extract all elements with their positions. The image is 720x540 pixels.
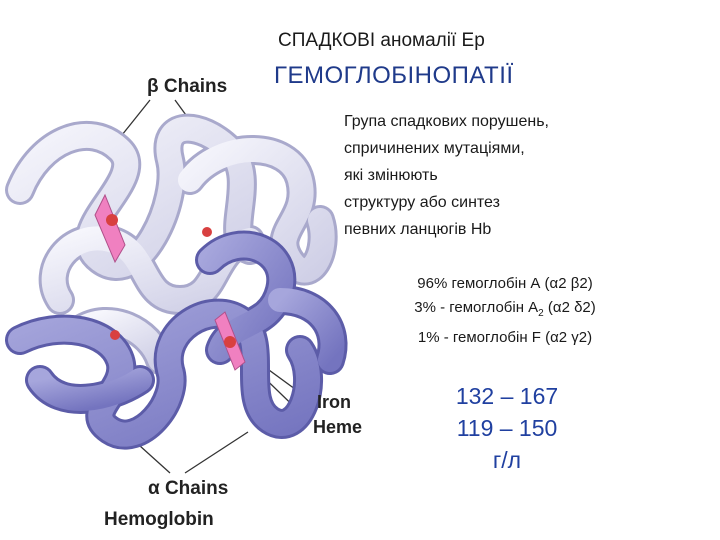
description-line: Група спадкових порушень, [344,113,549,130]
iron-atom-4 [110,330,120,340]
alpha-chains-label: α Chains [148,478,229,499]
hemoglobin-type-a: 96% гемоглобін А (α2 β2) [417,275,593,292]
hemoglobin-type-a2-prefix: 3% - гемоглобін А [414,299,539,316]
hemoglobin-type-a2-subscript: 2 [538,308,544,319]
description-text: Група спадкових порушень, спричинених му… [344,108,549,243]
range-female: 119 – 150 [456,415,558,441]
range-unit: г/л [492,447,522,473]
description-line: структуру або синтез [344,194,500,211]
description-line: спричинених мутаціями, [344,140,525,157]
iron-label: Iron [317,392,351,412]
heme-groups [94,193,246,371]
slide-subtitle: СПАДКОВІ аномалії Ер [278,30,485,51]
heme-group-1 [94,193,126,264]
hemoglobin-type-a2-suffix: (α2 δ2) [543,299,596,316]
reference-ranges: 132 – 167 119 – 150 г/л [432,380,582,476]
alpha-pointer-right [184,431,249,474]
hemoglobin-type-f: 1% - гемоглобін F (α2 γ2) [417,329,593,346]
iron-atom-3 [202,227,212,237]
description-line: певних ланцюгів Hb [344,221,492,238]
alpha-chains [5,230,348,450]
slide-title: ГЕМОГЛОБІНОПАТІЇ [274,62,514,89]
figure-caption: Hemoglobin [104,509,214,530]
description-line: які змінюють [344,167,438,184]
range-male: 132 – 167 [455,383,559,409]
heme-label: Heme [313,417,363,437]
iron-atom-1 [106,214,118,226]
hemoglobin-types-list: 96% гемоглобін А (α2 β2) 3% - гемоглобін… [380,272,630,350]
beta-chains-label: β Chains [147,76,228,97]
hemoglobin-type-a2: 3% - гемоглобін А2 (α2 δ2) [380,296,630,326]
iron-atom-2 [224,336,236,348]
